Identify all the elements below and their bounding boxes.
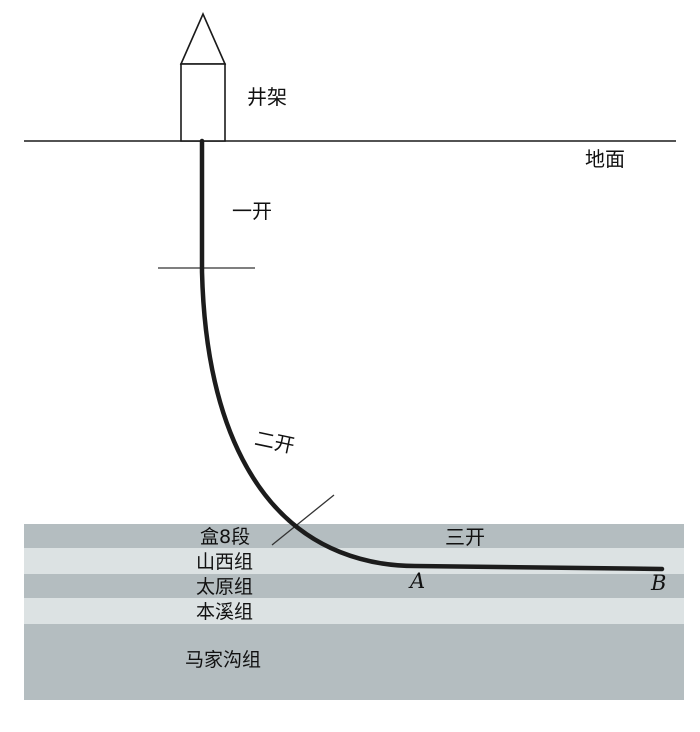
formation-label-benxi: 本溪组: [196, 601, 253, 623]
layer-band-he8: [24, 524, 684, 548]
derrick-label: 井架: [247, 85, 287, 109]
section-1-label: 一开: [232, 199, 272, 223]
formation-label-majiagou: 马家沟组: [185, 649, 261, 671]
formation-layers: [24, 524, 684, 700]
point-b-label: B: [650, 571, 666, 595]
layer-band-benxi: [24, 598, 684, 624]
point-a-label: A: [408, 569, 425, 593]
section-2-label: 二开: [253, 426, 297, 458]
derrick-body: [180, 63, 226, 142]
formation-label-shanxi: 山西组: [196, 551, 253, 573]
formation-label-taiyuan: 太原组: [196, 576, 253, 598]
well-trajectory: [199, 138, 665, 572]
layer-band-majiagou: [24, 624, 684, 700]
ground-label: 地面: [585, 147, 625, 171]
derrick-roof: [179, 12, 227, 65]
layer-band-taiyuan: [24, 574, 684, 598]
section-3-label: 三开: [445, 525, 485, 549]
derrick-icon: [179, 12, 227, 142]
section-divider-2: [271, 494, 335, 546]
formation-label-he8: 盒8段: [200, 526, 250, 548]
